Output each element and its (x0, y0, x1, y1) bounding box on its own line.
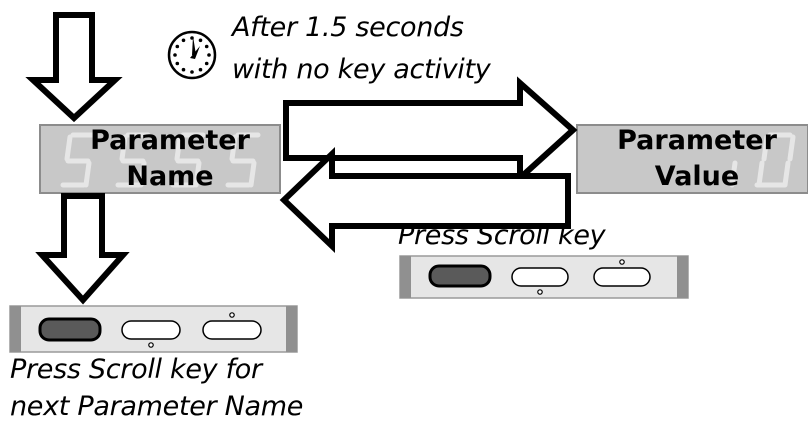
keypad-end-cap (10, 306, 21, 352)
parameter-value-display (576, 124, 808, 194)
parameter-value-line1: Parameter (617, 125, 777, 156)
up-key[interactable] (202, 320, 262, 340)
keypad-right (399, 255, 689, 299)
keypad-left (9, 305, 298, 353)
parameter-name-line2: Name (126, 161, 214, 192)
clock-icon (167, 30, 217, 80)
up-key-indicator (619, 259, 625, 265)
ghost-segments (60, 132, 261, 188)
down-key-indicator (537, 289, 543, 295)
left-arrow-scroll (279, 146, 571, 254)
scroll-key[interactable] (428, 264, 492, 288)
up-key[interactable] (593, 267, 651, 287)
parameter-name-display (39, 124, 281, 194)
down-arrow-bottom (35, 193, 130, 305)
scroll-key[interactable] (38, 317, 102, 342)
keypad-end-cap (400, 256, 411, 298)
parameter-name-line1: Parameter (90, 125, 250, 156)
down-arrow-top (25, 12, 123, 123)
down-key[interactable] (511, 267, 569, 287)
timer-label-line2: with no key activity (232, 54, 491, 85)
ghost-segments-value (729, 132, 796, 188)
scroll-instruction: Press Scroll key (398, 220, 606, 251)
parameter-value-line2: Value (654, 161, 740, 192)
up-key-indicator (229, 312, 235, 318)
next-instruction-line1: Press Scroll key for (10, 354, 262, 385)
down-key-indicator (148, 342, 154, 348)
keypad-end-cap (677, 256, 688, 298)
next-instruction-line2: next Parameter Name (10, 391, 304, 422)
timer-label-line1: After 1.5 seconds (232, 12, 464, 43)
down-key[interactable] (121, 320, 181, 340)
keypad-end-cap (286, 306, 297, 352)
